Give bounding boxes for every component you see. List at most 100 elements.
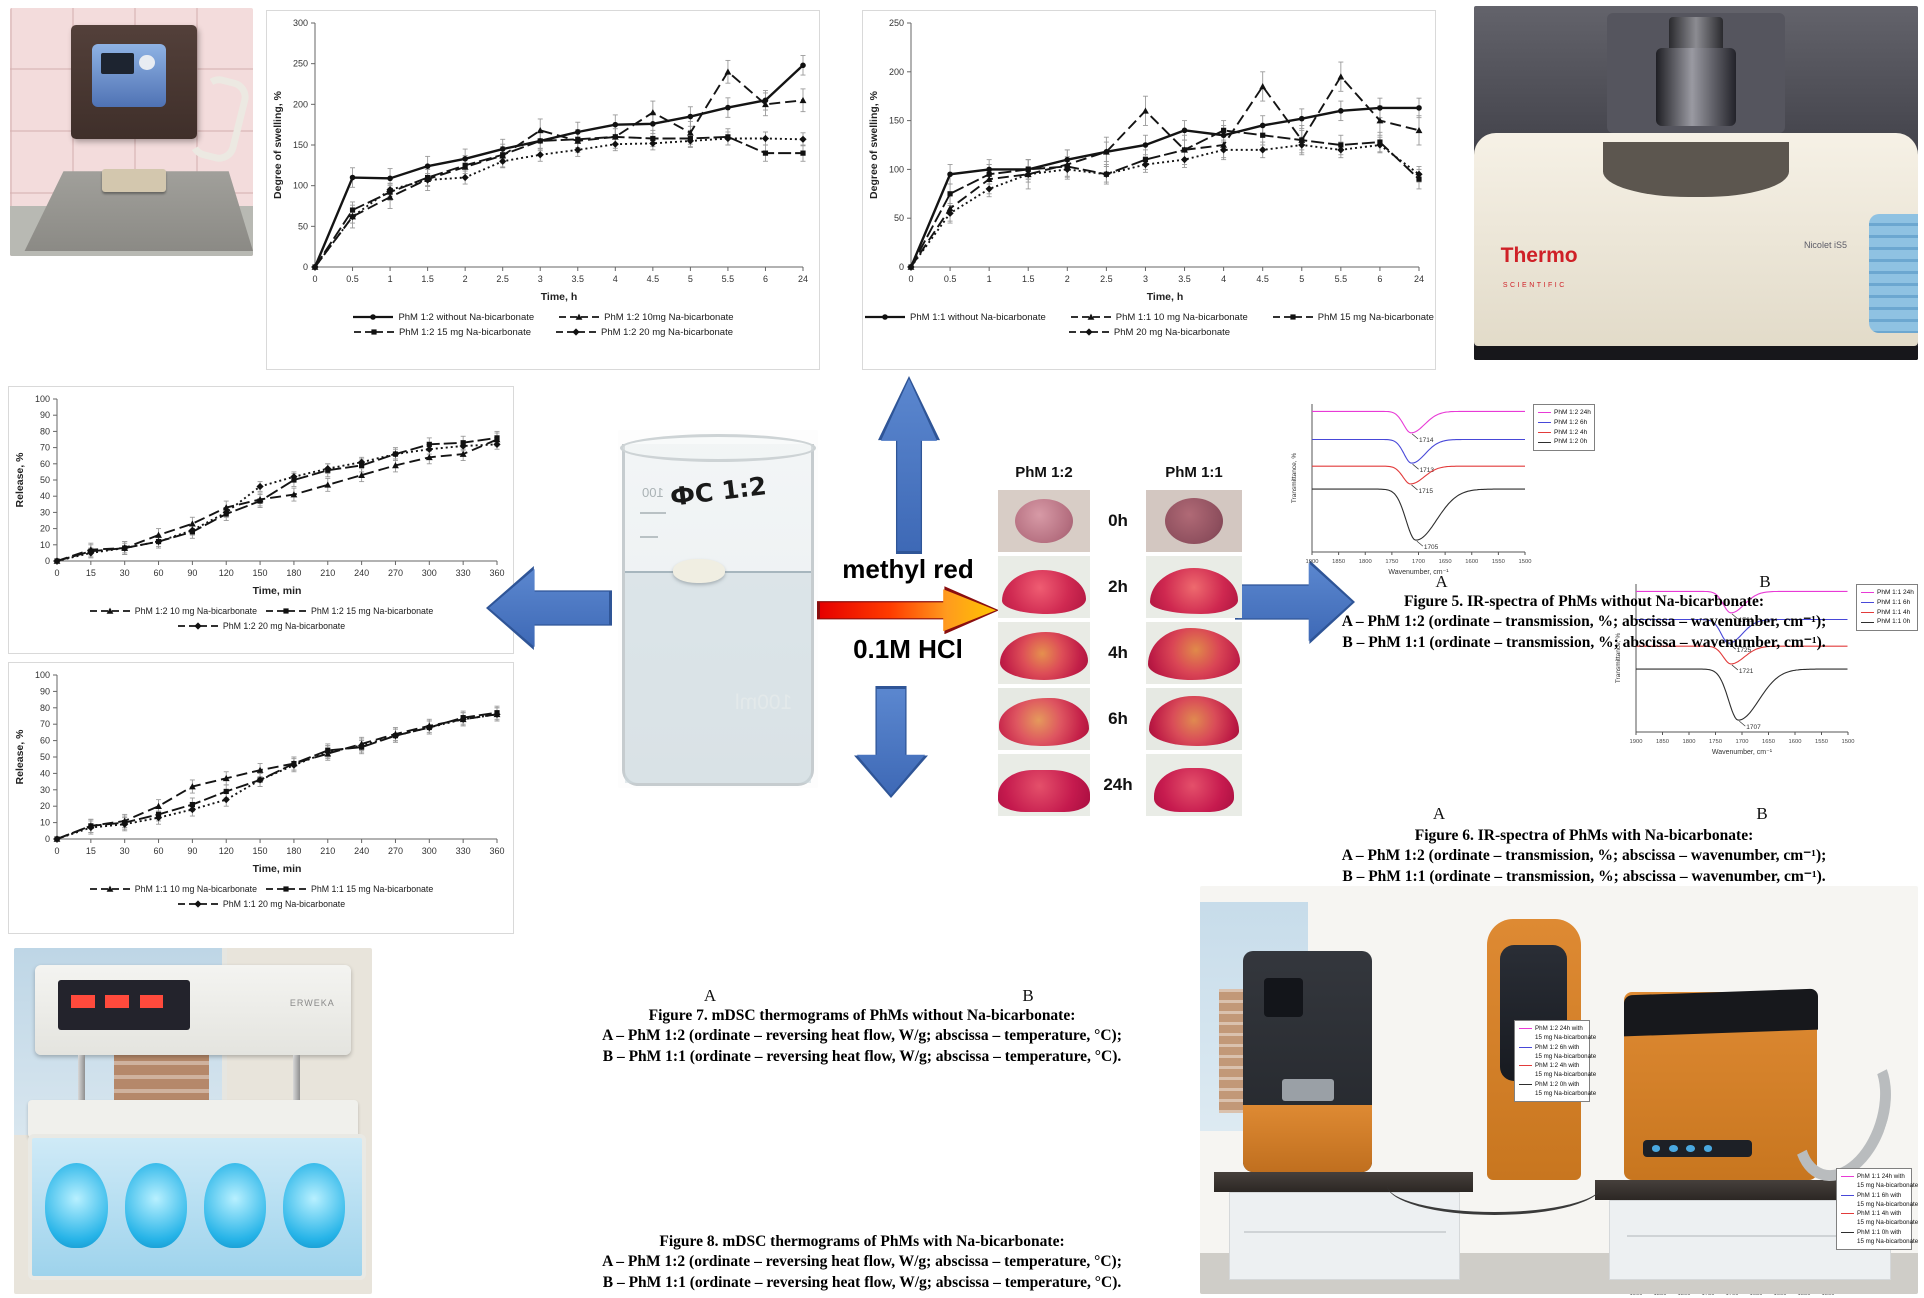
svg-text:200: 200 bbox=[293, 99, 308, 109]
svg-text:3.5: 3.5 bbox=[1178, 274, 1191, 284]
vessel-plate bbox=[28, 1100, 358, 1139]
instrument-left bbox=[1243, 951, 1373, 1172]
svg-text:Degree of swelling, %: Degree of swelling, % bbox=[272, 90, 284, 199]
svg-text:330: 330 bbox=[456, 568, 471, 578]
fig7-caption-line2: A – PhM 1:2 (ordinate – reversing heat f… bbox=[602, 1027, 1122, 1045]
svg-text:300: 300 bbox=[422, 846, 437, 856]
svg-text:5.5: 5.5 bbox=[1335, 274, 1348, 284]
svg-text:5: 5 bbox=[1299, 274, 1304, 284]
svg-text:Release, %: Release, % bbox=[14, 729, 26, 785]
svg-text:90: 90 bbox=[187, 568, 197, 578]
svg-text:90: 90 bbox=[40, 410, 50, 420]
accessory-knob bbox=[1669, 16, 1723, 52]
svg-text:20: 20 bbox=[40, 801, 50, 811]
sample-photo-phm11-6h bbox=[1146, 688, 1242, 750]
svg-text:Wavenumber, cm⁻¹: Wavenumber, cm⁻¹ bbox=[1712, 749, 1773, 756]
fig5-caption-line3: B – PhM 1:1 (ordinate – transmission, %;… bbox=[1342, 633, 1826, 651]
svg-text:30: 30 bbox=[40, 507, 50, 517]
svg-text:0: 0 bbox=[45, 834, 50, 844]
svg-text:4: 4 bbox=[613, 274, 618, 284]
svg-text:1700: 1700 bbox=[1736, 739, 1749, 745]
svg-text:1700: 1700 bbox=[1726, 1291, 1739, 1297]
fig6-caption-line2: A – PhM 1:2 (ordinate – transmission, %;… bbox=[1341, 847, 1827, 865]
fig5-letter-a: A bbox=[1435, 572, 1448, 591]
fig6-caption-line1: Figure 6. IR-spectra of PhMs with Na-bic… bbox=[1414, 827, 1754, 844]
svg-text:1600: 1600 bbox=[1789, 739, 1802, 745]
sample-photo-phm12-6h bbox=[998, 688, 1090, 750]
svg-text:360: 360 bbox=[489, 846, 504, 856]
photo-beaker: 100 100ml ФС 1:2 bbox=[618, 430, 818, 788]
svg-text:3.5: 3.5 bbox=[572, 274, 585, 284]
scale-tick bbox=[639, 535, 658, 538]
cable bbox=[1386, 1155, 1603, 1216]
svg-text:1750: 1750 bbox=[1702, 1291, 1715, 1297]
hcl-label: 0.1M HCl bbox=[853, 634, 963, 665]
thermo-sub-text: SCIENTIFIC bbox=[1502, 282, 1567, 290]
svg-text:1700: 1700 bbox=[1412, 559, 1425, 565]
svg-text:1550: 1550 bbox=[1798, 1291, 1811, 1297]
thermo-brand-text: Thermo bbox=[1500, 243, 1578, 267]
svg-text:100: 100 bbox=[35, 670, 50, 680]
svg-text:2.5: 2.5 bbox=[496, 274, 509, 284]
fig8-caption-line3: B – PhM 1:1 (ordinate – reversing heat f… bbox=[602, 1273, 1122, 1291]
arrow-down-to-dsc bbox=[854, 686, 928, 798]
svg-text:210: 210 bbox=[320, 846, 335, 856]
svg-text:180: 180 bbox=[286, 568, 301, 578]
fig6-caption: Figure 6. IR-spectra of PhMs with Na-bic… bbox=[1250, 826, 1918, 887]
svg-text:30: 30 bbox=[120, 846, 130, 856]
plate-handle bbox=[102, 169, 166, 192]
svg-text:3: 3 bbox=[538, 274, 543, 284]
sample-row-label: 24h bbox=[1103, 775, 1133, 794]
svg-text:0: 0 bbox=[908, 274, 913, 284]
svg-text:1900: 1900 bbox=[1630, 739, 1643, 745]
svg-text:24: 24 bbox=[798, 274, 808, 284]
svg-text:Transmittance, %: Transmittance, % bbox=[1615, 633, 1622, 684]
svg-text:2: 2 bbox=[463, 274, 468, 284]
blue-module bbox=[1869, 214, 1918, 334]
svg-text:2.5: 2.5 bbox=[1100, 274, 1113, 284]
svg-text:0: 0 bbox=[899, 262, 904, 272]
svg-text:60: 60 bbox=[40, 459, 50, 469]
svg-text:10: 10 bbox=[40, 540, 50, 550]
photo-ir-spectrometer: Thermo SCIENTIFIC Nicolet iS5 bbox=[1474, 6, 1918, 360]
svg-text:330: 330 bbox=[456, 846, 471, 856]
svg-text:1650: 1650 bbox=[1439, 559, 1452, 565]
svg-text:1721: 1721 bbox=[1739, 668, 1754, 675]
svg-text:90: 90 bbox=[187, 846, 197, 856]
fig6-letter-a: A bbox=[1432, 804, 1446, 823]
svg-text:0: 0 bbox=[54, 846, 59, 856]
control-panel bbox=[92, 43, 166, 108]
svg-text:1850: 1850 bbox=[1654, 1291, 1667, 1297]
svg-text:1550: 1550 bbox=[1492, 559, 1505, 565]
sample-col-header-phm12: PhM 1:2 bbox=[1015, 464, 1073, 481]
sample-row-label: 6h bbox=[1108, 709, 1128, 728]
vessel bbox=[282, 1162, 346, 1249]
svg-text:5: 5 bbox=[688, 274, 693, 284]
arrow-left-to-release bbox=[486, 566, 612, 650]
svg-text:200: 200 bbox=[889, 67, 904, 77]
arrow-up-to-swelling bbox=[878, 376, 940, 554]
beaker-volume-text: 100ml bbox=[735, 691, 793, 715]
sample-row-label: 4h bbox=[1108, 643, 1128, 662]
sample-grid: PhM 1:2 PhM 1:1 0h 2h 4h 6h 24h bbox=[998, 424, 1242, 816]
svg-text:1750: 1750 bbox=[1709, 739, 1722, 745]
sample-row-label: 2h bbox=[1108, 577, 1128, 596]
svg-text:Time, h: Time, h bbox=[541, 291, 578, 303]
fig8-caption: Figure 8. mDSC thermograms of PhMs with … bbox=[462, 1232, 1262, 1293]
svg-text:1650: 1650 bbox=[1750, 1291, 1763, 1297]
sample-photo-phm11-2h bbox=[1146, 556, 1242, 618]
svg-text:60: 60 bbox=[154, 846, 164, 856]
vessel bbox=[45, 1162, 109, 1249]
svg-text:100: 100 bbox=[293, 181, 308, 191]
svg-text:1750: 1750 bbox=[1385, 559, 1398, 565]
svg-text:1705: 1705 bbox=[1424, 544, 1439, 551]
svg-text:2: 2 bbox=[1065, 274, 1070, 284]
